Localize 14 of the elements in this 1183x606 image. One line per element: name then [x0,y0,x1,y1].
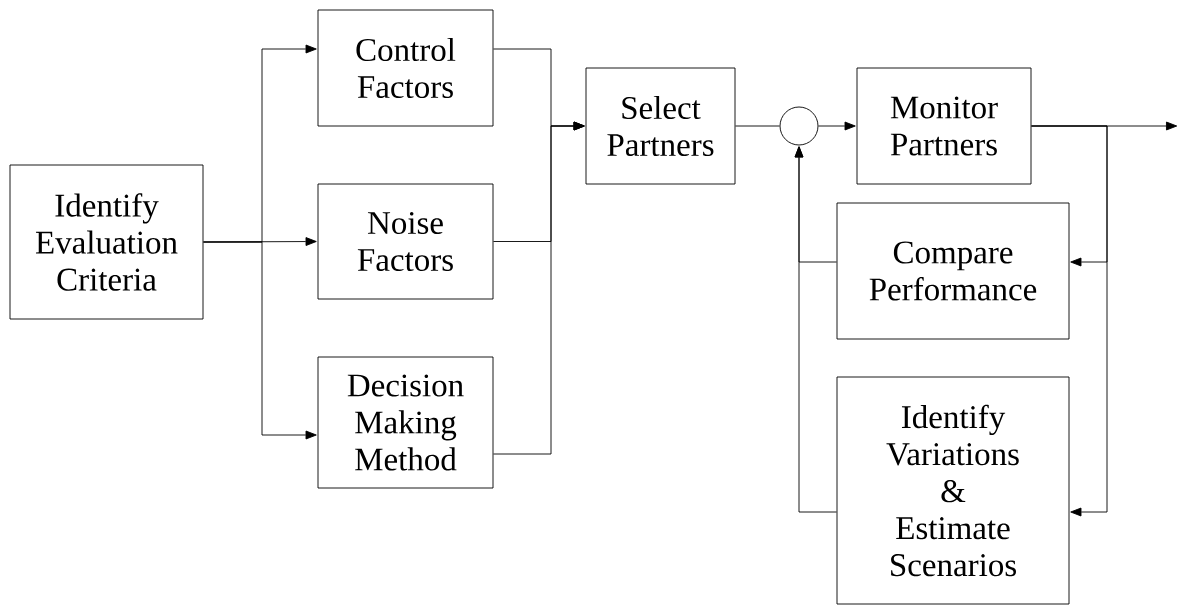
process-box: Noise Factors [317,183,494,300]
process-box: Control Factors [317,9,494,127]
summing-circle [779,106,819,146]
arrow [203,241,317,440]
process-box: Monitor Partners [856,67,1032,185]
arrow [818,121,856,131]
process-box: Identify Variations & Estimate Scenarios [836,376,1070,605]
process-box: Select Partners [585,67,736,185]
process-box: Compare Performance [836,202,1070,340]
arrow [493,121,585,455]
process-box: Decision Making Method [317,356,494,489]
arrow [794,146,837,513]
arrow [1031,125,1108,517]
process-box: Identify Evaluation Criteria [9,164,204,320]
